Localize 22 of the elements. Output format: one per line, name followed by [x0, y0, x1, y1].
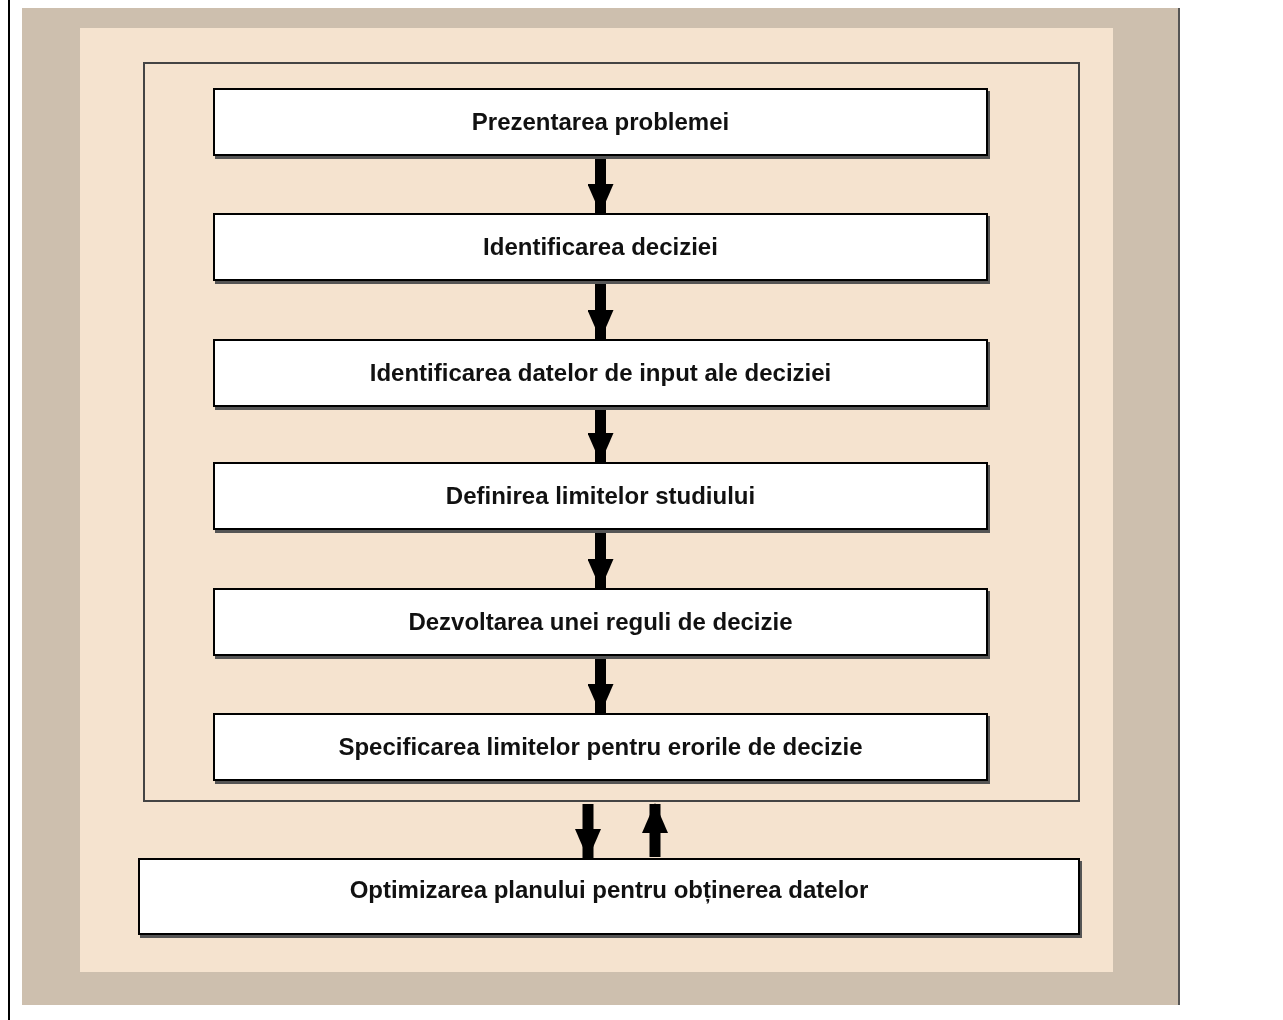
box-label: Identificarea deciziei	[483, 233, 718, 261]
arrow	[587, 532, 614, 589]
process-box	[213, 462, 988, 530]
process-box	[138, 858, 1080, 935]
process-box	[213, 713, 988, 781]
arrow	[587, 658, 614, 714]
process-box	[213, 88, 988, 156]
process-box	[213, 213, 988, 281]
arrow	[575, 804, 601, 859]
arrow	[587, 158, 614, 214]
arrow	[587, 409, 614, 463]
box-label: Identificarea datelor de input ale deciziei	[369, 359, 832, 387]
box-label: Dezvoltarea unei reguli de decizie	[408, 608, 793, 636]
box-label: Definirea limitelor studiului	[445, 482, 756, 510]
arrow	[642, 803, 668, 857]
box-label: Specificarea limitelor pentru erorile de decizie	[338, 733, 863, 761]
process-box	[213, 339, 988, 407]
arrow	[587, 283, 614, 340]
process-box	[213, 588, 988, 656]
container-box	[143, 62, 1080, 802]
box-label: Optimizarea planului pentru obținerea datelor	[349, 876, 869, 904]
box-label: Prezentarea problemei	[471, 108, 730, 136]
